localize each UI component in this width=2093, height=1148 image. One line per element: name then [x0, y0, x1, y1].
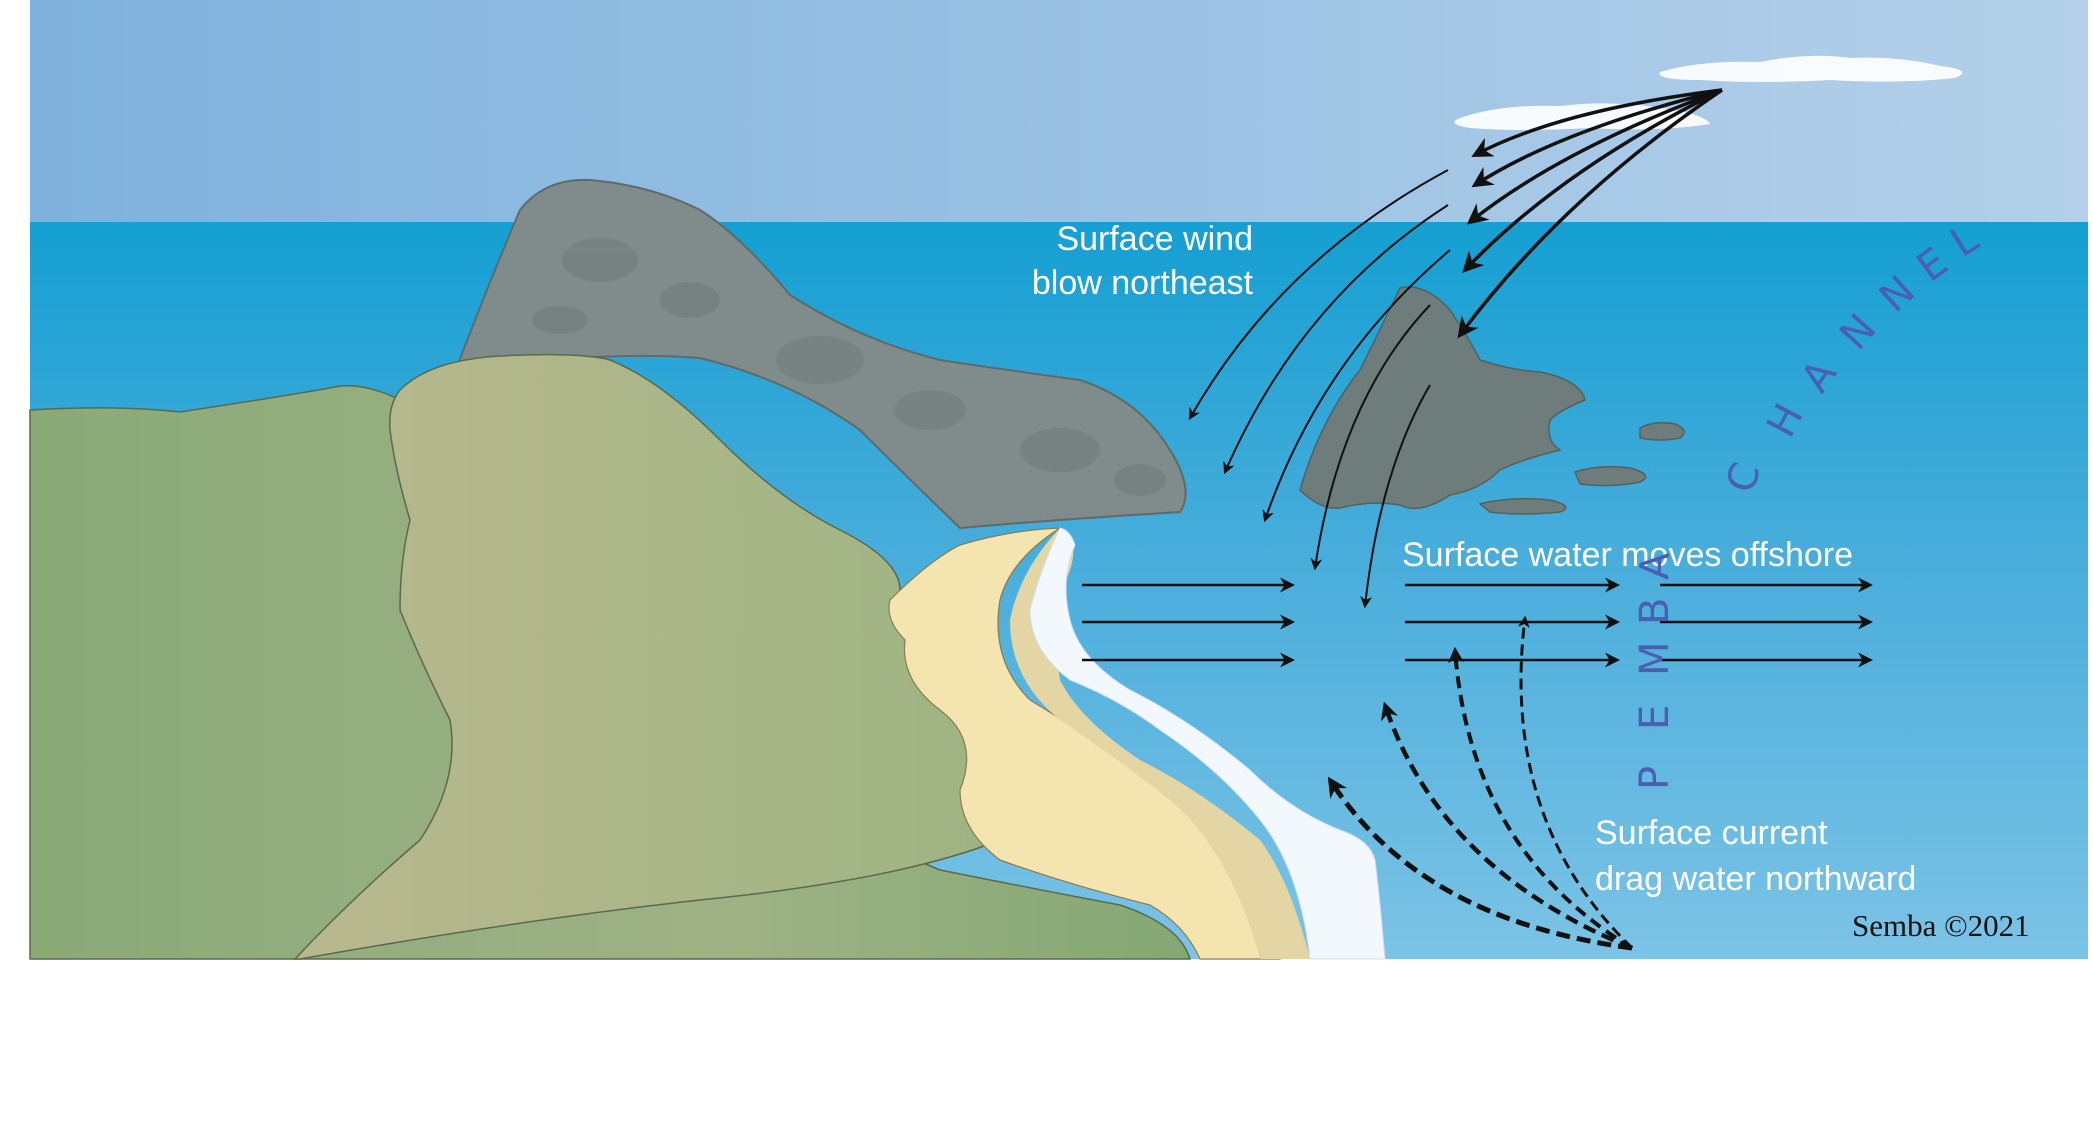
channel-letter: A [1632, 551, 1679, 581]
offshore-label: Surface water moves offshore [1402, 536, 1853, 574]
channel-letter: M [1632, 641, 1678, 676]
wind-arrow-thin [1223, 204, 1449, 475]
current-arrow [1517, 615, 1634, 950]
wind-arrow-thin [1188, 169, 1449, 421]
land-olive [293, 353, 1028, 960]
surf-foam [1029, 527, 1386, 960]
wind-arrow [1471, 88, 1723, 157]
wind-arrow-thin [1360, 384, 1431, 609]
sky [30, 0, 2088, 222]
current-label-line2: drag water northward [1595, 860, 1916, 898]
current-arrow [1381, 701, 1633, 951]
current-label-line1: Surface current [1595, 814, 1828, 852]
wind-arrow [1457, 88, 1723, 339]
channel-letter: E [1632, 705, 1678, 730]
beach-wet-sand [1010, 528, 1310, 959]
offshore-rocks [1299, 286, 1685, 515]
wind-arrow-thin [1262, 249, 1451, 523]
offshore-arrows [1082, 577, 1873, 668]
rock-texture [532, 238, 1166, 496]
current-arrow [1447, 646, 1634, 950]
wind-arrows-thin [1188, 169, 1451, 609]
credit-label: Semba ©2021 [1852, 908, 2030, 943]
wind-arrow [1466, 88, 1723, 225]
wind-label-line1: Surface wind [1056, 220, 1253, 258]
current-arrows [1327, 615, 1634, 951]
wind-arrows [1457, 88, 1723, 339]
wind-arrow [1471, 88, 1723, 188]
wind-label-line2: blow northeast [1032, 264, 1254, 302]
channel-letter: B [1632, 598, 1678, 625]
channel-letter: P [1632, 766, 1678, 790]
wind-arrow-thin [1310, 304, 1431, 571]
current-arrow [1327, 776, 1633, 951]
wind-arrow [1462, 88, 1723, 274]
